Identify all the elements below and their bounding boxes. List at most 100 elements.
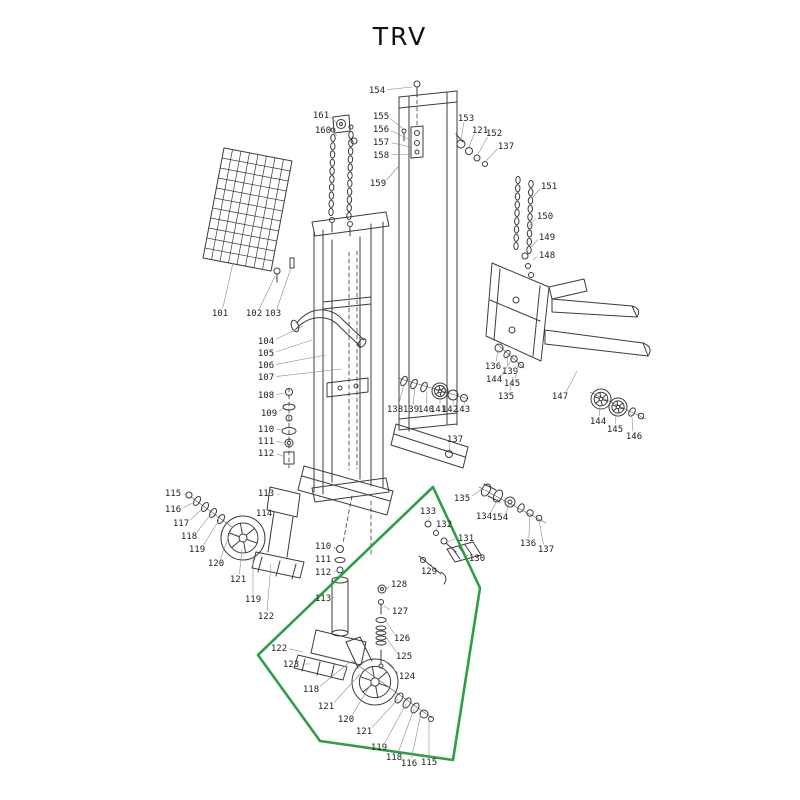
part-label: 155 (373, 112, 389, 122)
part-labels: 1541611601551561571581591531211521371511… (165, 86, 642, 769)
backrest-grid-panel (202, 147, 293, 272)
leader-line (385, 636, 397, 653)
part-label: 151 (541, 182, 557, 192)
leader-line (383, 605, 390, 610)
part-label: 118 (303, 685, 319, 695)
part-label: 158 (373, 151, 389, 161)
part-label: 130 (469, 554, 485, 564)
load-wheel-hardware (351, 660, 434, 722)
part-label: 112 (258, 449, 274, 459)
leader-line (391, 142, 411, 148)
part-label: 157 (373, 138, 389, 148)
part-label: 128 (391, 580, 407, 590)
leader-line (276, 453, 284, 457)
part-label: 116 (165, 505, 181, 515)
leader-line (506, 354, 509, 367)
leader-line (397, 708, 415, 753)
leader-line (384, 703, 407, 744)
part-label: 154 (369, 86, 385, 96)
leader-line (448, 443, 451, 452)
leader-line (196, 513, 212, 533)
chain-pulley (332, 114, 358, 145)
part-label: 147 (552, 392, 568, 402)
leader-line (631, 416, 634, 432)
leader-line (505, 503, 510, 514)
leader-line (386, 166, 399, 181)
part-label: 104 (258, 337, 274, 347)
part-label: 136 (520, 539, 536, 549)
lift-chains (328, 130, 534, 255)
carriage-hardware (494, 343, 525, 369)
leader-line (333, 570, 337, 572)
part-label: 121 (472, 126, 488, 136)
part-label: 161 (313, 111, 329, 121)
leader-line (383, 659, 399, 674)
leader-line (276, 339, 313, 352)
steering-column-parts (281, 387, 297, 469)
leader-line (411, 712, 422, 759)
leader-line (276, 429, 282, 431)
leader-line (276, 441, 285, 444)
leader-line (538, 519, 544, 545)
part-label: 160 (315, 126, 331, 136)
leader-line (220, 529, 232, 559)
part-label: 101 (212, 309, 228, 319)
leader-line (183, 493, 188, 496)
part-label: 102 (246, 309, 262, 319)
part-label: 145 (607, 425, 623, 435)
steer-wheel-hardware (185, 491, 233, 528)
part-label: 111 (258, 437, 274, 447)
leader-line (319, 661, 351, 687)
roller-wheel (431, 382, 449, 400)
part-label: 113 (258, 489, 274, 499)
leader-line (446, 538, 456, 543)
leader-line (276, 267, 292, 309)
leader-line (565, 370, 578, 393)
part-label: 119 (245, 595, 261, 605)
part-label: 122 (258, 612, 274, 622)
leader-line (333, 559, 336, 561)
page-title: TRV (372, 22, 428, 51)
part-label: 120 (208, 559, 224, 569)
part-label: 122 (271, 644, 287, 654)
part-label: 108 (258, 391, 274, 401)
pump-handle (290, 309, 367, 348)
part-label: 136 (485, 362, 501, 372)
part-label: 139 (502, 367, 518, 377)
part-label: 117 (173, 519, 189, 529)
pump-parts (375, 584, 387, 669)
leader-line (352, 683, 372, 716)
part-label: 145 (504, 379, 520, 389)
part-label: 149 (539, 233, 555, 243)
part-label: 116 (401, 759, 417, 769)
inner-mast (398, 90, 458, 432)
leader-line (466, 554, 469, 557)
part-label: 107 (258, 373, 274, 383)
leader-line (385, 620, 395, 635)
part-label: 121 (230, 575, 246, 585)
leader-line (279, 407, 284, 412)
part-label: 105 (258, 349, 274, 359)
part-label: 137 (498, 142, 514, 152)
leader-line (371, 698, 399, 728)
part-label: 137 (447, 435, 463, 445)
leader-line (599, 405, 601, 417)
leader-line (391, 130, 409, 140)
leader-line (275, 325, 304, 340)
part-label: 110 (258, 425, 274, 435)
part-label: 120 (338, 715, 354, 725)
leader-line (391, 153, 413, 156)
leader-line (239, 548, 243, 575)
part-label: 114 (256, 509, 272, 519)
part-label: 119 (371, 743, 387, 753)
part-label: 109 (261, 409, 277, 419)
part-label: 148 (539, 251, 555, 261)
leader-line (289, 648, 304, 653)
pedal-assembly (418, 520, 482, 585)
outer-mast (311, 211, 390, 503)
part-label: 139 (403, 405, 419, 415)
part-label: 126 (394, 634, 410, 644)
leader-line (222, 262, 234, 309)
part-label: 142 (442, 405, 458, 415)
